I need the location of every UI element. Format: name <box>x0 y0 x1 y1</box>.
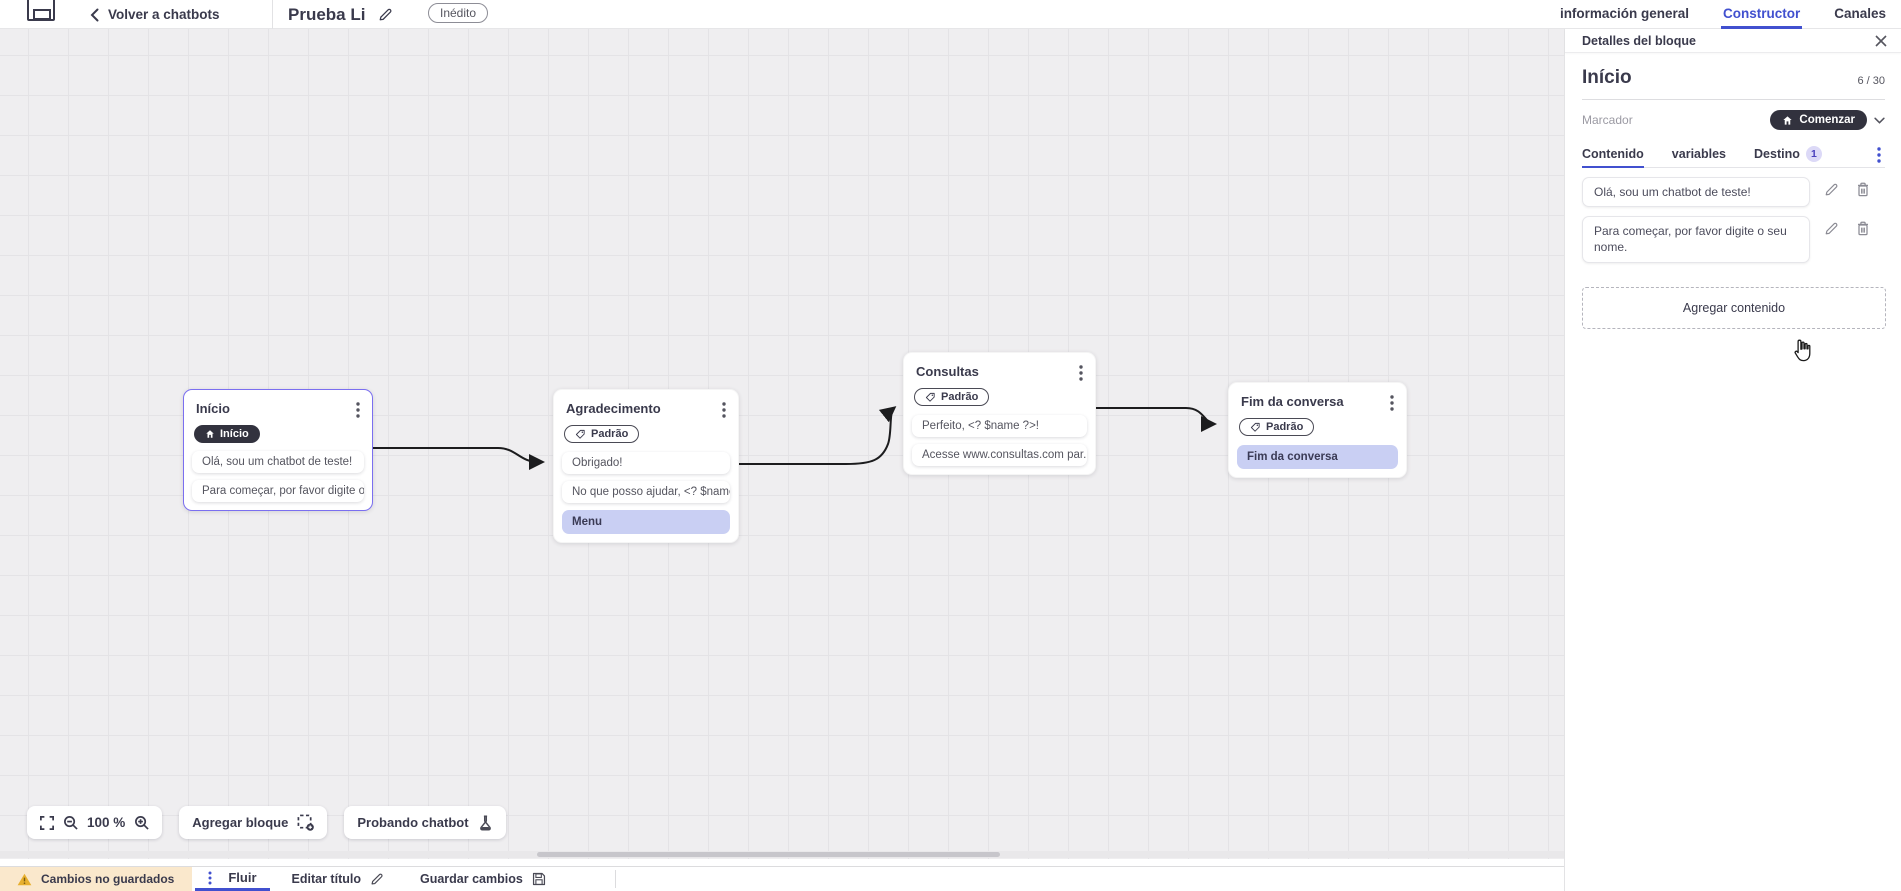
add-block-label: Agregar bloque <box>192 815 289 830</box>
block-menu-card[interactable]: Fim da conversa <box>1237 444 1398 469</box>
destino-count-badge: 1 <box>1805 145 1822 162</box>
kebab-menu-icon[interactable] <box>1077 364 1085 382</box>
block-type-badge: Padrão <box>564 425 640 443</box>
close-icon[interactable] <box>1875 34 1887 47</box>
tab-informacion-general[interactable]: información general <box>1559 5 1689 21</box>
chatbot-title-group: Prueba Li <box>288 0 393 29</box>
flow-block-inicio[interactable]: Início Início Olá, sou um chatbot de tes… <box>183 389 373 511</box>
panel-kebab-menu-icon[interactable] <box>1877 146 1885 163</box>
kebab-menu-icon[interactable] <box>1388 394 1396 412</box>
flow-kebab-menu-icon[interactable] <box>208 871 212 885</box>
add-block-icon <box>297 814 315 831</box>
warning-icon <box>17 873 32 886</box>
footer-divider <box>614 870 616 888</box>
content-message[interactable]: Olá, sou um chatbot de teste! <box>1582 177 1810 208</box>
main-tabs: información general Constructor Canales <box>1558 0 1888 29</box>
block-details-panel: Detalles del bloque Início 6 / 30 Marcad… <box>1564 29 1901 891</box>
content-message[interactable]: Para começar, por favor digite o seu nom… <box>1582 216 1810 263</box>
panel-title: Detalles del bloque <box>1582 33 1696 48</box>
content-item-row: Olá, sou um chatbot de teste! <box>1582 177 1885 208</box>
zoom-out-icon[interactable] <box>63 815 78 830</box>
tab-contenido[interactable]: Contenido <box>1582 142 1644 168</box>
tab-canales[interactable]: Canales <box>1834 5 1886 21</box>
back-to-chatbots-button[interactable]: Volver a chatbots <box>90 0 220 29</box>
char-counter: 6 / 30 <box>1857 75 1885 87</box>
block-message-card[interactable]: Obrigado! <box>562 451 730 474</box>
edit-message-icon[interactable] <box>1824 221 1839 236</box>
edit-message-icon[interactable] <box>1824 182 1839 197</box>
block-title: Início <box>196 401 230 416</box>
block-title: Agradecimento <box>566 401 661 416</box>
status-badge: Inédito <box>428 3 489 23</box>
test-chatbot-button[interactable]: Probando chatbot <box>344 806 506 839</box>
app-logo-icon[interactable] <box>27 0 55 21</box>
header-divider <box>272 0 273 29</box>
tag-icon <box>575 429 586 440</box>
canvas-horizontal-scrollbar[interactable] <box>0 851 1564 858</box>
kebab-menu-icon[interactable] <box>720 401 728 419</box>
tag-icon <box>925 392 936 403</box>
block-title: Consultas <box>916 364 979 379</box>
edit-title-icon[interactable] <box>378 7 393 22</box>
save-icon <box>532 872 546 886</box>
flow-tab[interactable]: Fluir <box>195 867 270 891</box>
flask-icon <box>478 814 493 831</box>
canvas-toolbar: 100 % Agregar bloque Probando chatbot <box>27 806 506 839</box>
panel-tabs: Contenido variables Destino 1 <box>1582 142 1885 168</box>
block-message-card[interactable]: Olá, sou um chatbot de teste! <box>192 451 364 473</box>
divider <box>1582 99 1885 100</box>
flow-block-consultas[interactable]: Consultas Padrão Perfeito, <? $name ?>! … <box>903 352 1096 475</box>
chevron-down-icon[interactable] <box>1874 117 1885 124</box>
bottom-bar: Cambios no guardados Fluir Editar título… <box>0 866 1564 891</box>
back-label: Volver a chatbots <box>108 7 220 22</box>
flow-block-fim-da-conversa[interactable]: Fim da conversa Padrão Fim da conversa <box>1228 382 1407 478</box>
tab-variables[interactable]: variables <box>1671 146 1727 161</box>
content-item-row: Para começar, por favor digite o seu nom… <box>1582 216 1885 263</box>
block-title: Fim da conversa <box>1241 394 1344 409</box>
tab-destino[interactable]: Destino 1 <box>1754 142 1822 168</box>
test-chatbot-label: Probando chatbot <box>357 815 469 830</box>
edit-title-button[interactable]: Editar título <box>278 867 398 891</box>
zoom-controls: 100 % <box>27 806 163 839</box>
home-icon <box>1782 115 1793 126</box>
zoom-level: 100 % <box>87 815 126 830</box>
block-type-badge: Padrão <box>914 388 990 406</box>
home-icon <box>205 429 215 439</box>
block-menu-card[interactable]: Menu <box>562 509 730 534</box>
chatbot-title: Prueba Li <box>288 4 366 24</box>
zoom-in-icon[interactable] <box>134 815 149 830</box>
marker-value-button[interactable]: Comenzar <box>1770 110 1867 130</box>
marker-label: Marcador <box>1582 113 1633 127</box>
delete-message-icon[interactable] <box>1856 221 1870 236</box>
flow-canvas[interactable]: Início Início Olá, sou um chatbot de tes… <box>0 29 1564 859</box>
add-content-button[interactable]: Agregar contenido <box>1582 286 1886 329</box>
tab-constructor[interactable]: Constructor <box>1720 0 1803 29</box>
block-message-card[interactable]: Acesse www.consultas.com par... <box>912 443 1087 466</box>
fullscreen-icon[interactable] <box>40 815 54 830</box>
flow-block-agradecimento[interactable]: Agradecimento Padrão Obrigado! No que po… <box>553 389 739 543</box>
tag-icon <box>1250 422 1261 433</box>
block-type-badge: Padrão <box>1239 418 1315 436</box>
delete-message-icon[interactable] <box>1856 182 1870 197</box>
block-name: Início <box>1582 67 1632 88</box>
block-type-badge: Início <box>194 425 260 443</box>
flow-tab-label: Fluir <box>228 870 257 885</box>
block-message-card[interactable]: No que posso ajudar, <? $name ... <box>562 480 730 503</box>
unsaved-changes-warning: Cambios no guardados <box>0 867 193 891</box>
kebab-menu-icon[interactable] <box>354 401 362 419</box>
add-block-button[interactable]: Agregar bloque <box>179 806 328 839</box>
top-bar: Volver a chatbots Prueba Li Inédito info… <box>0 0 1901 29</box>
save-changes-button[interactable]: Guardar cambios <box>406 867 560 891</box>
block-message-card[interactable]: Perfeito, <? $name ?>! <box>912 414 1087 437</box>
scrollbar-thumb[interactable] <box>537 852 1000 857</box>
chevron-left-icon <box>90 8 99 22</box>
pencil-icon <box>370 872 384 886</box>
block-message-card[interactable]: Para começar, por favor digite o ... <box>192 480 364 502</box>
